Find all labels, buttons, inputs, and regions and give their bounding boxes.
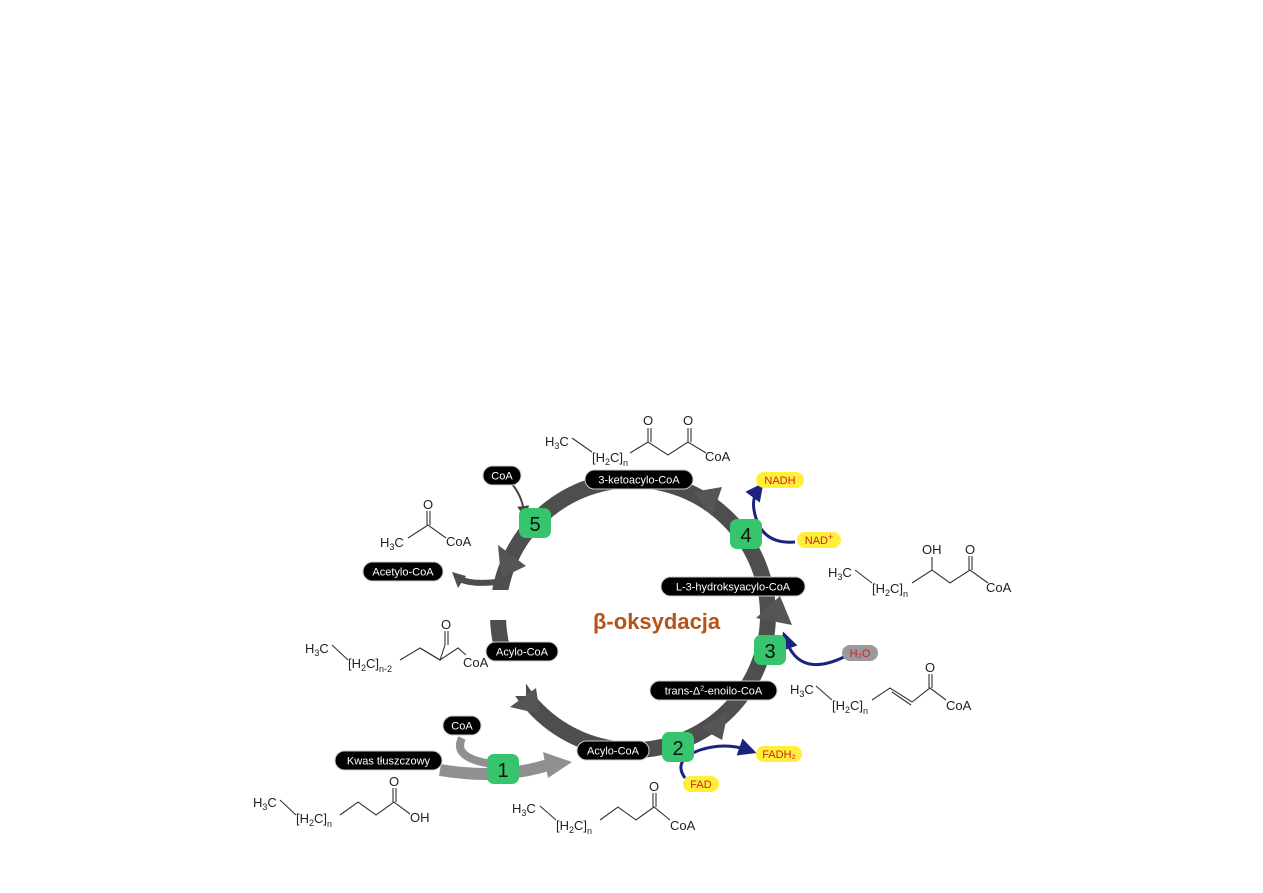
svg-text:O: O xyxy=(925,660,935,675)
svg-text:O: O xyxy=(649,779,659,794)
svg-text:CoA: CoA xyxy=(705,449,731,464)
label-coa-top: CoA xyxy=(482,465,522,486)
nad-arrow xyxy=(745,482,796,544)
svg-text:[H2C]n-2: [H2C]n-2 xyxy=(348,656,392,674)
svg-text:Acetylo-CoA: Acetylo-CoA xyxy=(372,567,434,579)
svg-text:[H2C]n: [H2C]n xyxy=(296,811,332,829)
structure-acyl-coa-shortened: H3C [H2C]n-2 O CoA xyxy=(305,617,489,674)
svg-text:H3C: H3C xyxy=(380,535,404,552)
step-badge-4: 4 xyxy=(730,519,762,549)
cycle-arrowhead-step3 xyxy=(756,596,792,625)
cofactor-nad: NAD+ xyxy=(797,532,841,548)
svg-text:Acylo-CoA: Acylo-CoA xyxy=(496,647,549,659)
svg-text:3: 3 xyxy=(764,641,775,663)
step-badge-2: 2 xyxy=(662,732,694,762)
svg-text:FADH₂: FADH₂ xyxy=(762,749,796,761)
svg-text:NAD+: NAD+ xyxy=(805,532,834,547)
step-badge-5: 5 xyxy=(519,508,551,538)
svg-text:O: O xyxy=(389,774,399,789)
svg-text:OH: OH xyxy=(922,542,942,557)
structure-acyl-coa: H3C [H2C]n O CoA xyxy=(512,779,696,836)
structure-enoyl-coa: H3C [H2C]n O CoA xyxy=(790,660,972,716)
svg-text:O: O xyxy=(423,497,433,512)
label-acetyl-coa: Acetylo-CoA xyxy=(362,561,444,582)
svg-text:[H2C]n: [H2C]n xyxy=(556,818,592,836)
svg-text:[H2C]n: [H2C]n xyxy=(832,698,868,716)
svg-text:FAD: FAD xyxy=(690,779,711,791)
svg-text:OH: OH xyxy=(410,810,430,825)
structure-fatty-acid: H3C [H2C]n O OH xyxy=(253,774,430,829)
svg-text:H3C: H3C xyxy=(545,434,569,451)
coa-entry-arrow xyxy=(511,483,530,518)
fad-arrow xyxy=(679,738,757,779)
svg-text:H3C: H3C xyxy=(828,565,852,582)
svg-text:L-3-hydroksyacylo-CoA: L-3-hydroksyacylo-CoA xyxy=(676,582,791,594)
cycle-arrowhead-step5 xyxy=(498,545,526,578)
svg-text:NADH: NADH xyxy=(764,475,795,487)
cofactor-nadh: NADH xyxy=(756,472,804,488)
svg-text:CoA: CoA xyxy=(946,698,972,713)
cycle-arrowhead-step2 xyxy=(700,712,728,740)
svg-text:O: O xyxy=(441,617,451,632)
structure-hydroxyacyl-coa: H3C [H2C]n OH O CoA xyxy=(828,542,1012,599)
svg-text:H₂O: H₂O xyxy=(850,648,871,660)
svg-text:1: 1 xyxy=(497,760,508,782)
step-badge-3: 3 xyxy=(754,635,786,665)
svg-text:O: O xyxy=(683,413,693,428)
svg-text:H3C: H3C xyxy=(790,682,814,699)
label-coa-bottom: CoA xyxy=(442,715,482,736)
svg-text:[H2C]n: [H2C]n xyxy=(872,581,908,599)
label-acyl-coa-bottom: Acylo-CoA xyxy=(576,740,650,761)
cycle-arrowhead-step4 xyxy=(693,487,722,516)
svg-text:O: O xyxy=(965,542,975,557)
svg-text:trans-Δ2-enoilo-CoA: trans-Δ2-enoilo-CoA xyxy=(665,686,763,698)
svg-text:O: O xyxy=(643,413,653,428)
svg-text:2: 2 xyxy=(672,738,683,760)
svg-text:H3C: H3C xyxy=(305,641,329,658)
svg-text:CoA: CoA xyxy=(670,818,696,833)
cofactor-water: H₂O xyxy=(842,645,878,661)
svg-text:Kwas tłuszczowy: Kwas tłuszczowy xyxy=(347,756,431,768)
cofactor-fadh2: FADH₂ xyxy=(756,746,802,762)
structure-acetyl-coa: H3C O CoA xyxy=(380,497,472,552)
label-ketoacyl-coa: 3-ketoacylo-CoA xyxy=(584,469,694,490)
label-hydroxyacyl-coa: L-3-hydroksyacylo-CoA xyxy=(660,576,806,597)
svg-text:CoA: CoA xyxy=(446,534,472,549)
step-badge-1: 1 xyxy=(487,754,519,784)
svg-text:CoA: CoA xyxy=(986,580,1012,595)
svg-text:4: 4 xyxy=(740,525,751,547)
svg-text:CoA: CoA xyxy=(491,471,513,483)
label-enoyl-coa: trans-Δ2-enoilo-CoA xyxy=(649,680,778,701)
label-fatty-acid: Kwas tłuszczowy xyxy=(334,750,443,771)
diagram-title: β-oksydacja xyxy=(593,609,721,634)
structure-ketoacyl-coa: H3C [H2C]n O O CoA xyxy=(545,413,731,468)
svg-text:Acylo-CoA: Acylo-CoA xyxy=(587,746,640,758)
svg-text:5: 5 xyxy=(529,514,540,536)
water-arrow xyxy=(780,631,849,667)
svg-text:H3C: H3C xyxy=(253,795,277,812)
label-acyl-coa-left: Acylo-CoA xyxy=(485,641,559,662)
svg-text:3-ketoacylo-CoA: 3-ketoacylo-CoA xyxy=(598,475,680,487)
svg-text:H3C: H3C xyxy=(512,801,536,818)
cycle-arrowhead-left xyxy=(510,688,540,714)
svg-text:CoA: CoA xyxy=(451,721,473,733)
cofactor-fad: FAD xyxy=(683,776,719,792)
svg-text:[H2C]n: [H2C]n xyxy=(592,450,628,468)
svg-text:CoA: CoA xyxy=(463,655,489,670)
